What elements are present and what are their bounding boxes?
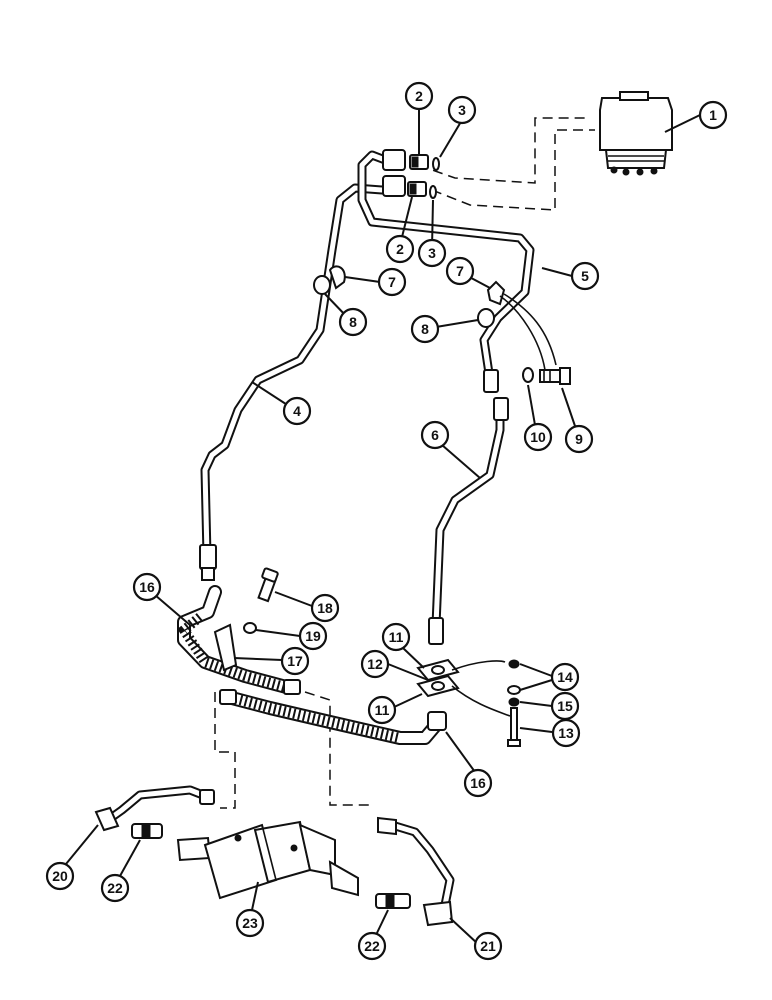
callout-12: 12 [360,649,390,679]
callout-23: 23 [235,908,265,938]
svg-text:2: 2 [415,88,423,104]
callout-7-right: 7 [445,256,475,286]
callout-16-upper: 16 [132,572,162,602]
flange-assembly [416,658,521,747]
svg-text:16: 16 [470,775,486,791]
callout-11-upper: 11 [381,622,411,652]
svg-text:4: 4 [293,403,301,419]
hose-16-lower [219,689,447,745]
svg-text:13: 13 [558,725,574,741]
callout-9: 9 [564,424,594,454]
svg-text:21: 21 [480,938,496,954]
callout-19: 19 [298,621,328,651]
callout-22-right: 22 [357,931,387,961]
svg-text:11: 11 [389,629,404,645]
callout-22-left: 22 [100,873,130,903]
bracket-bolt-washer [213,567,279,672]
callout-4: 4 [282,396,312,426]
svg-text:23: 23 [242,915,258,931]
tube-20 [94,785,215,832]
callout-17: 17 [280,646,310,676]
callout-15: 15 [550,691,580,721]
callout-8-left: 8 [338,307,368,337]
svg-text:11: 11 [375,702,390,718]
svg-text:22: 22 [364,938,380,954]
callout-14: 14 [550,662,580,692]
fittings-22 [131,823,411,909]
hose-16-upper [177,585,301,695]
svg-text:18: 18 [317,600,333,616]
tube-6 [428,397,509,645]
steering-motor [599,91,673,176]
adapters-and-orings [407,154,440,199]
svg-text:14: 14 [557,669,573,685]
svg-text:1: 1 [709,107,717,123]
callout-16-lower: 16 [463,768,493,798]
svg-text:9: 9 [575,431,583,447]
callout-2-lower: 2 [385,234,415,264]
leader-lines [65,107,701,945]
svg-text:16: 16 [139,579,155,595]
svg-text:10: 10 [530,429,546,445]
svg-text:12: 12 [367,656,383,672]
assembly-dash-lines [214,117,595,809]
callout-1: 1 [698,100,728,130]
callout-6: 6 [420,420,450,450]
svg-text:8: 8 [421,321,429,337]
tube-4 [199,183,387,581]
svg-text:20: 20 [52,868,68,884]
svg-text:6: 6 [431,427,439,443]
callout-2-upper: 2 [404,81,434,111]
steering-cylinder [176,820,359,900]
tube-21 [377,816,455,927]
callout-20: 20 [45,861,75,891]
callout-3-upper: 3 [447,95,477,125]
callout-21: 21 [473,931,503,961]
callout-5: 5 [570,261,600,291]
callout-8-right: 8 [410,314,440,344]
svg-text:22: 22 [107,880,123,896]
tube-top-nuts [382,149,406,197]
callout-3-lower: 3 [417,238,447,268]
svg-text:7: 7 [388,274,396,290]
svg-text:15: 15 [557,698,573,714]
svg-text:3: 3 [458,102,466,118]
svg-text:17: 17 [287,653,303,669]
callout-7-left: 7 [377,267,407,297]
callout-10: 10 [523,422,553,452]
svg-text:8: 8 [349,314,357,330]
callout-18: 18 [310,593,340,623]
tube-5 [357,150,535,393]
callout-11-lower: 11 [367,695,397,725]
svg-text:7: 7 [456,263,464,279]
clamps-and-grommets [313,265,557,371]
callout-13: 13 [551,718,581,748]
svg-text:5: 5 [581,268,589,284]
svg-text:2: 2 [396,241,404,257]
bolt-and-washer [522,367,571,385]
svg-text:19: 19 [305,628,321,644]
svg-text:3: 3 [428,245,436,261]
